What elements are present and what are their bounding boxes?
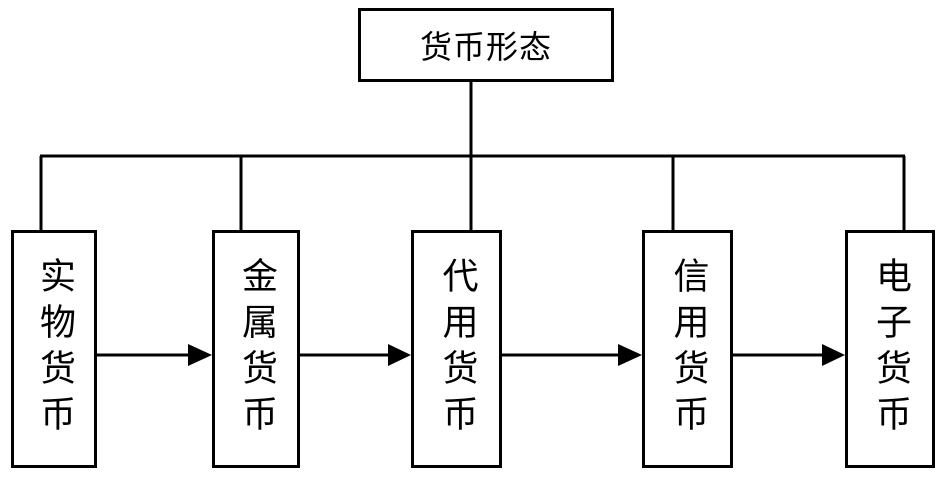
- child-node-label: 电子货币: [870, 257, 911, 441]
- arrow-2-to-3: [502, 344, 642, 366]
- child-node-label: 实物货币: [34, 257, 75, 441]
- child-node-box-electronic-money: 电子货币: [845, 230, 935, 468]
- child-node-box-token-money: 代用货币: [411, 230, 502, 468]
- child-node-box-credit-money: 信用货币: [642, 230, 733, 468]
- child-node-box-metal-money: 金属货币: [212, 230, 300, 468]
- root-node-box: 货币形态: [358, 8, 614, 82]
- child-node-label: 代用货币: [436, 257, 478, 441]
- root-node-label: 货币形态: [419, 28, 552, 66]
- child-node-label: 信用货币: [667, 257, 709, 441]
- arrow-3-to-4: [733, 344, 845, 366]
- arrow-1-to-2: [300, 344, 411, 366]
- child-node-box-physical-money: 实物货币: [11, 230, 97, 468]
- child-node-label: 金属货币: [236, 257, 277, 441]
- arrow-0-to-1: [97, 344, 212, 366]
